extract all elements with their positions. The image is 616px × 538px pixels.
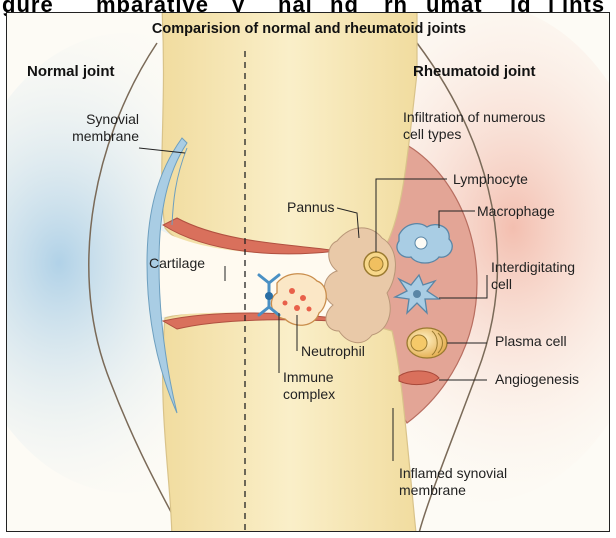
label-immune-complex: Immune complex: [283, 369, 335, 403]
label-angiogenesis: Angiogenesis: [495, 371, 579, 388]
label-line: membrane: [47, 128, 139, 145]
label-line: cell: [491, 276, 575, 293]
macrophage-vacuole: [415, 237, 427, 249]
label-line: complex: [283, 386, 335, 403]
label-line: membrane: [399, 482, 507, 499]
label-cartilage: Cartilage: [149, 255, 205, 272]
label-neutrophil: Neutrophil: [301, 343, 365, 360]
label-inflamed-synovial-membrane: Inflamed synovial membrane: [399, 465, 507, 499]
joint-diagram: Comparision of normal and rheumatoid joi…: [6, 12, 610, 532]
upper-bone: [162, 13, 417, 258]
label-plasma-cell: Plasma cell: [495, 333, 567, 350]
label-line: Immune: [283, 369, 335, 386]
label-line: Synovial: [47, 111, 139, 128]
label-interdigitating-cell: Interdigitating cell: [491, 259, 575, 293]
label-line: Infiltration of numerous: [403, 109, 545, 126]
label-line: cell types: [403, 126, 545, 143]
label-infiltration: Infiltration of numerous cell types: [403, 109, 545, 143]
diagram-title: Comparision of normal and rheumatoid joi…: [7, 21, 610, 38]
lymphocyte-nucleus: [369, 257, 383, 271]
normal-joint-heading: Normal joint: [27, 63, 115, 80]
rheumatoid-joint-heading: Rheumatoid joint: [413, 63, 536, 80]
plasma-cell: [407, 328, 447, 358]
lower-bone: [163, 311, 417, 532]
label-line: Interdigitating: [491, 259, 575, 276]
label-line: Inflamed synovial: [399, 465, 507, 482]
label-macrophage: Macrophage: [477, 203, 555, 220]
label-lymphocyte: Lymphocyte: [453, 171, 528, 188]
label-synovial-membrane: Synovial membrane: [47, 111, 139, 145]
pannus-tissue: [324, 228, 395, 343]
label-pannus: Pannus: [287, 199, 334, 216]
